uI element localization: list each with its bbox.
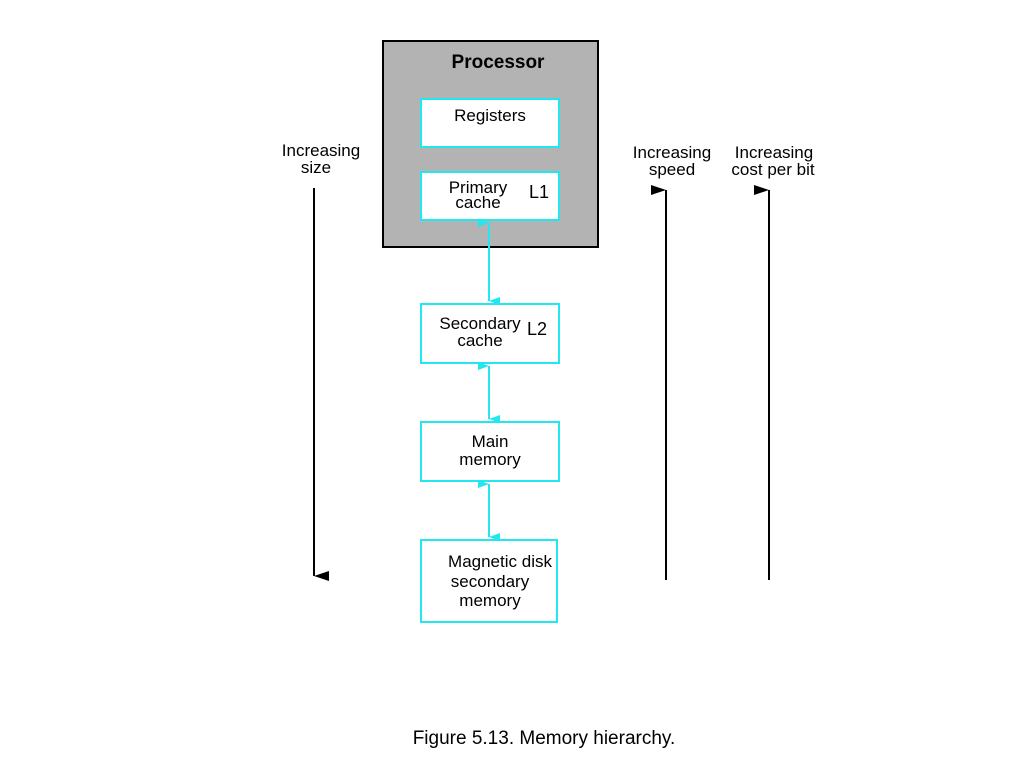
magnetic-disk-line3: memory (459, 591, 521, 610)
processor-title: Processor (451, 52, 545, 73)
primary-cache-line2: cache (455, 193, 501, 212)
main-memory-line2: memory (459, 450, 521, 469)
magnetic-disk-line1: Magnetic disk (448, 552, 552, 571)
registers-label: Registers (454, 106, 526, 125)
magnetic-disk-line2: secondary (450, 572, 530, 591)
size-label-line1: Increasing (281, 141, 361, 160)
speed-label-line1: Increasing (632, 143, 712, 162)
secondary-cache-line2: cache (457, 331, 503, 350)
main-memory-line1: Main (471, 432, 509, 451)
registers-box (420, 98, 560, 148)
primary-cache-line1: Primary (448, 178, 508, 197)
speed-label-line2: speed (648, 160, 696, 179)
primary-cache-tag: L1 (528, 182, 550, 202)
size-label-line2: size (300, 158, 332, 177)
figure-caption: Figure 5.13. Memory hierarchy. (412, 728, 676, 749)
cost-label-line1: Increasing (734, 143, 814, 162)
magnetic-disk-box (420, 539, 558, 623)
primary-cache-box (420, 171, 560, 221)
main-memory-box (420, 421, 560, 482)
secondary-cache-line1: Secondary (439, 314, 521, 333)
cost-label-line2: cost per bit (731, 160, 815, 179)
secondary-cache-tag: L2 (526, 319, 548, 339)
